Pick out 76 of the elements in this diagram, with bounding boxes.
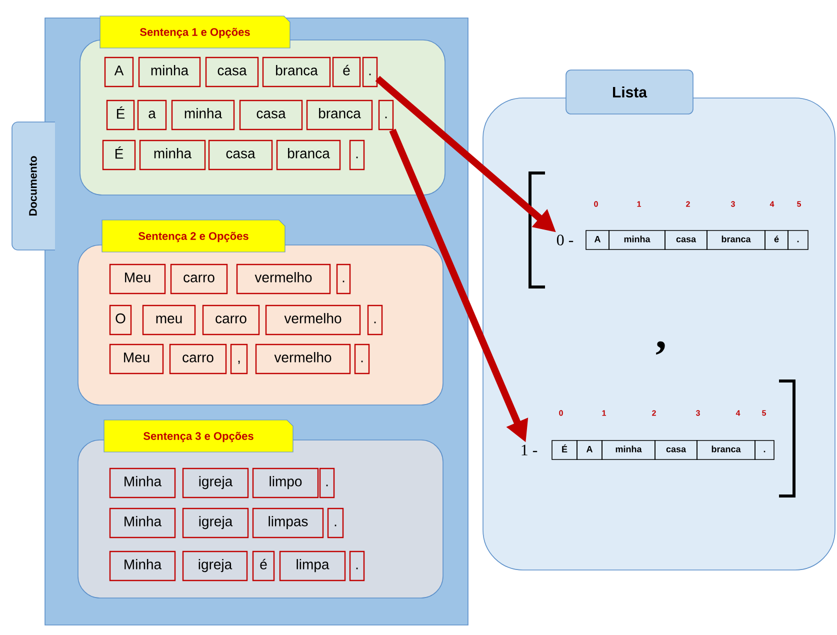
row-label: 0 -: [556, 234, 574, 246]
tab-label: Lista: [566, 70, 694, 114]
table-cell: branca: [706, 230, 766, 250]
word-box: igreja: [182, 468, 249, 498]
table-cell: A: [576, 440, 602, 460]
word-box: Meu: [109, 264, 166, 294]
word-box: igreja: [182, 550, 248, 582]
word-box: O: [109, 304, 132, 336]
table-cell: casa: [664, 230, 708, 250]
word-box: É: [102, 140, 136, 170]
index-number: 5: [762, 410, 766, 416]
word-box: .: [362, 56, 378, 88]
table-cell: .: [754, 440, 774, 460]
index-number: 4: [770, 201, 774, 207]
index-number: 1: [602, 410, 606, 416]
table-cell: é: [764, 230, 788, 250]
word-box: branca: [306, 100, 373, 130]
index-number: 2: [686, 201, 690, 207]
word-box: vermelho: [265, 304, 361, 336]
word-box: Meu: [109, 344, 164, 374]
table-cell: minha: [602, 440, 656, 460]
word-box: igreja: [182, 508, 249, 538]
word-box: .: [378, 100, 394, 130]
row-label: 1 -: [522, 444, 538, 456]
word-box: limpas: [252, 508, 324, 538]
table-cell: branca: [696, 440, 756, 460]
word-box: é: [252, 550, 275, 582]
word-box: vermelho: [255, 344, 351, 374]
word-box: .: [367, 304, 383, 336]
index-number: 4: [736, 410, 740, 416]
word-box: casa: [239, 100, 303, 130]
word-box: ,: [230, 344, 248, 374]
word-box: branca: [262, 56, 331, 88]
word-box: é: [332, 56, 361, 88]
word-box: carro: [170, 264, 228, 294]
word-box: É: [106, 100, 135, 130]
header-tab: Sentença 1 e Opções: [100, 16, 290, 48]
word-box: minha: [139, 140, 206, 170]
word-box: .: [319, 468, 335, 498]
word-box: vermelho: [236, 264, 331, 294]
word-box: .: [349, 140, 365, 170]
word-box: limpa: [279, 550, 346, 582]
word-box: casa: [205, 56, 259, 88]
word-box: limpo: [252, 468, 319, 498]
index-number: 1: [637, 201, 641, 207]
table-cell: É: [552, 440, 578, 460]
index-number: 3: [696, 410, 700, 416]
word-box: casa: [208, 140, 273, 170]
tab-label: Documento: [12, 122, 56, 250]
index-number: 3: [730, 201, 735, 207]
word-box: meu: [142, 304, 196, 336]
word-box: .: [354, 344, 370, 374]
word-box: Minha: [109, 468, 176, 498]
word-box: .: [327, 508, 344, 538]
comma-separator: ,: [656, 341, 665, 355]
index-number: 5: [797, 201, 801, 207]
word-box: a: [137, 100, 167, 130]
table-cell: casa: [654, 440, 698, 460]
index-number: 0: [594, 201, 598, 207]
word-box: .: [349, 550, 365, 582]
word-box: .: [336, 264, 351, 294]
word-box: carro: [169, 344, 227, 374]
header-tab: Sentença 3 e Opções: [104, 420, 294, 452]
index-number: 0: [559, 410, 563, 416]
word-box: branca: [276, 140, 341, 170]
table-cell: .: [788, 230, 808, 250]
header-tab: Sentença 2 e Opções: [102, 220, 286, 252]
table-cell: minha: [608, 230, 666, 250]
word-box: Minha: [109, 508, 176, 538]
index-number: 2: [652, 410, 656, 416]
word-box: carro: [202, 304, 260, 336]
word-box: Minha: [109, 550, 176, 582]
word-box: minha: [171, 100, 235, 130]
word-box: A: [104, 56, 134, 88]
word-box: minha: [138, 56, 201, 88]
table-cell: A: [586, 230, 610, 250]
